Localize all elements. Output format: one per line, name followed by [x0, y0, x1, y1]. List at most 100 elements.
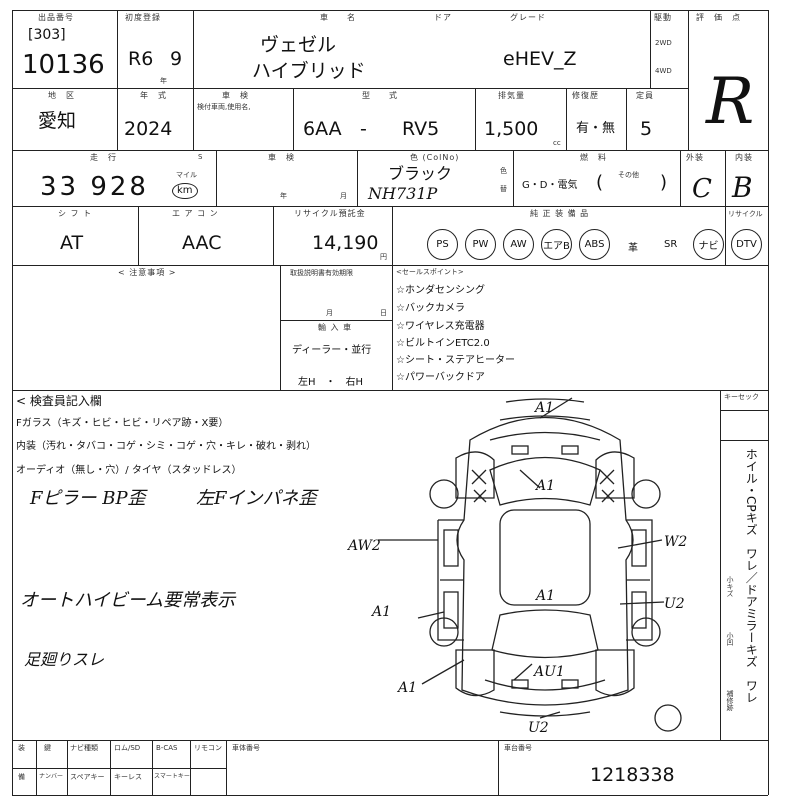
fuel-value: G・D・電気 — [522, 180, 578, 191]
displacement-unit: cc — [553, 139, 561, 147]
option-aw: AW — [503, 229, 534, 260]
footer-label: 装 — [18, 744, 25, 752]
car-name-label: 車 名 — [320, 13, 356, 22]
shaken-label: 車 検 — [268, 153, 295, 162]
damage-mark: A1 — [396, 680, 417, 696]
inspector-title: < 検査員記入欄 — [16, 394, 102, 408]
option-airbag: エアB — [541, 229, 572, 260]
color-code: NH731P — [368, 184, 438, 203]
color-change-1: 色 — [500, 167, 507, 175]
recycle-value: 14,190 — [312, 232, 379, 254]
option-leather: 革 — [628, 243, 638, 254]
damage-mark: A1 — [534, 478, 555, 494]
import-dealer: ディーラー・並行 — [292, 345, 372, 356]
grade-eval-label: 評 価 点 — [696, 13, 741, 22]
option-navi: ナビ — [693, 229, 724, 260]
audio-line: オーディオ（無し・穴）/ タイヤ（スタッドレス） — [16, 465, 242, 476]
mileage-unit: km — [172, 183, 198, 199]
fuel-label: 燃 料 — [580, 153, 607, 162]
damage-mark: A1 — [533, 400, 554, 416]
shaken-year: 年 — [280, 192, 287, 200]
footer-label: スペアキー — [70, 773, 105, 781]
fuel-paren-open: ( — [596, 172, 604, 193]
car-name-2: ハイブリッド — [252, 60, 366, 82]
displacement-label: 排気量 — [498, 91, 525, 100]
color-label: 色 (ColNo) — [410, 153, 460, 162]
shift-label: シ フ ト — [58, 209, 93, 218]
score-value: R — [706, 65, 755, 139]
mileage-label: 走 行 — [90, 153, 117, 162]
damage-mark: U2 — [664, 596, 685, 612]
type-code: RV5 — [402, 118, 440, 140]
footer-label: 鍵 — [44, 744, 51, 752]
footer-label: ナビ種類 — [70, 744, 98, 752]
exterior-grade: C — [692, 174, 712, 204]
mileage-value: 33 928 — [40, 172, 149, 202]
car-name-1: ヴェゼル — [260, 34, 337, 56]
type-dash: - — [360, 118, 367, 140]
interior-line: 内装（汚れ・タバコ・コゲ・シミ・コゲ・穴・キレ・破れ・剥れ） — [16, 441, 316, 452]
mileage-unit-top: マイル — [176, 171, 197, 179]
drive-2wd: 2WD — [655, 39, 672, 47]
damage-mark: AU1 — [532, 664, 565, 680]
color-value: ブラック — [388, 164, 453, 183]
option-dtv: DTV — [731, 229, 762, 260]
side-sub-2: 小凹 — [726, 632, 734, 646]
reg-year: R6 — [128, 48, 154, 70]
reg-unit: 年 — [160, 77, 167, 85]
side-damage-text: ホイル・CPキズ ワレ／ドアミラーキズ ワレ — [744, 448, 759, 704]
warranty-day: 日 — [380, 309, 387, 317]
warranty-month: 月 — [326, 309, 333, 317]
door-label: ドア — [434, 13, 452, 22]
side-sub-1: 小キズ — [726, 576, 734, 597]
reg-label: 初度登録 — [125, 13, 161, 22]
option-pw: PW — [465, 229, 496, 260]
history-label: 修復歴 — [572, 91, 599, 100]
grade-value: eHEV_Z — [503, 48, 577, 70]
key-label: キーセック — [724, 393, 759, 401]
model-year-label: 年 式 — [140, 91, 167, 100]
damage-mark: AW2 — [346, 538, 381, 554]
sales-point: ☆ビルトインETC2.0 — [396, 338, 490, 349]
equipment-label: 純 正 装 備 品 — [530, 209, 590, 218]
chassis-label: 車体番号 — [232, 744, 260, 752]
footer-label: ロム/SD — [114, 744, 141, 752]
grade-label: グレード — [510, 13, 546, 22]
displacement-value: 1,500 — [484, 118, 539, 140]
aircon-value: AAC — [182, 232, 222, 254]
exterior-label: 外装 — [686, 153, 704, 162]
sales-point: ☆パワーバックドア — [396, 372, 485, 383]
capacity-label: 定員 — [636, 91, 654, 100]
frame-label: 車台番号 — [504, 744, 532, 752]
import-label: 輸 入 車 — [318, 323, 353, 332]
type-label: 型 式 — [362, 91, 398, 100]
color-change-2: 替 — [500, 185, 507, 193]
ryukyu-label: リサイクル — [728, 210, 763, 218]
option-ps: PS — [427, 229, 458, 260]
option-sunroof: SR — [664, 239, 678, 250]
lot-label: 出品番号 — [38, 13, 74, 22]
option-abs: ABS — [579, 229, 610, 260]
lot-number: 10136 — [22, 50, 105, 80]
note-highbeam: オートハイビーム要常表示 — [20, 590, 236, 611]
drive-4wd: 4WD — [655, 67, 672, 75]
sales-point: ☆バックカメラ — [396, 303, 465, 314]
sales-point: ☆ホンダセンシング — [396, 285, 485, 296]
reg-month: 9 — [170, 48, 183, 70]
shift-value: AT — [60, 232, 84, 254]
footer-label: キーレス — [114, 773, 142, 781]
s-label: S — [198, 153, 203, 161]
side-sub-3: 補修跡 — [726, 690, 734, 711]
recycle-unit: 円 — [380, 253, 387, 261]
footer-label: ナンバー — [39, 773, 64, 780]
region-label: 地 区 — [48, 91, 75, 100]
damage-mark: W2 — [664, 534, 687, 550]
footer-label: 備 — [18, 773, 25, 781]
sales-label: <セールスポイント> — [396, 268, 464, 276]
sales-point: ☆ワイヤレス充電器 — [396, 321, 485, 332]
recycle-label: リサイクル預託金 — [294, 209, 366, 218]
note-suspension: 足廻りスレ — [24, 650, 105, 669]
type-prefix: 6AA — [303, 118, 342, 140]
note-dash: 左Fインパネ歪 — [196, 488, 317, 509]
